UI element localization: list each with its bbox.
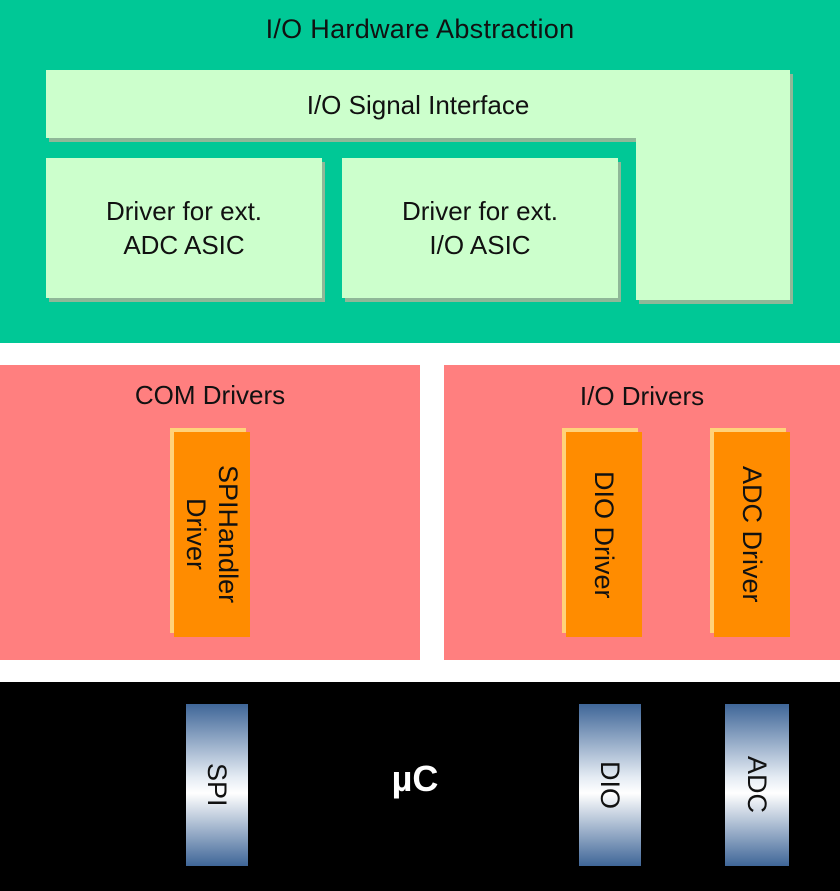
dio-peripheral: DIO	[579, 704, 641, 866]
io-signal-interface-box	[46, 70, 790, 138]
driver-ext-io-line1: Driver for ext.	[401, 196, 559, 226]
driver-ext-adc-line2: ADC ASIC	[123, 230, 245, 260]
spi-peripheral: SPI	[186, 704, 248, 866]
dio-peripheral-label: DIO	[595, 760, 625, 809]
dio-driver-label: DIO Driver	[589, 470, 619, 599]
com-drivers-title: COM Drivers	[134, 380, 286, 410]
driver-ext-io-line2: I/O ASIC	[429, 230, 531, 260]
adc-driver-label: ADC Driver	[737, 466, 767, 603]
spi-handler-line2: Driver	[181, 498, 211, 571]
driver-ext-io-asic-box: Driver for ext. I/O ASIC	[342, 158, 618, 298]
spi-handler-line1: SPIHandler	[213, 465, 243, 604]
dio-driver-box: DIO Driver	[566, 432, 642, 637]
adc-peripheral-label: ADC	[742, 756, 772, 814]
spi-handler-driver-box: SPIHandler Driver	[174, 432, 250, 637]
io-hardware-abstraction-title: I/O Hardware Abstraction	[265, 14, 575, 44]
spi-peripheral-label: SPI	[202, 763, 232, 807]
io-signal-interface-label: I/O Signal Interface	[306, 90, 530, 120]
microcontroller-layer	[0, 682, 840, 891]
driver-ext-adc-asic-box: Driver for ext. ADC ASIC	[46, 158, 322, 298]
adc-driver-box: ADC Driver	[714, 432, 790, 637]
driver-ext-adc-line1: Driver for ext.	[105, 196, 263, 226]
signal-interface-extension-box	[636, 136, 790, 300]
spi-handler-driver-label: SPIHandler Driver	[180, 465, 244, 603]
io-drivers-title: I/O Drivers	[579, 381, 705, 411]
microcontroller-label: µC	[391, 758, 439, 799]
adc-peripheral: ADC	[725, 704, 789, 866]
